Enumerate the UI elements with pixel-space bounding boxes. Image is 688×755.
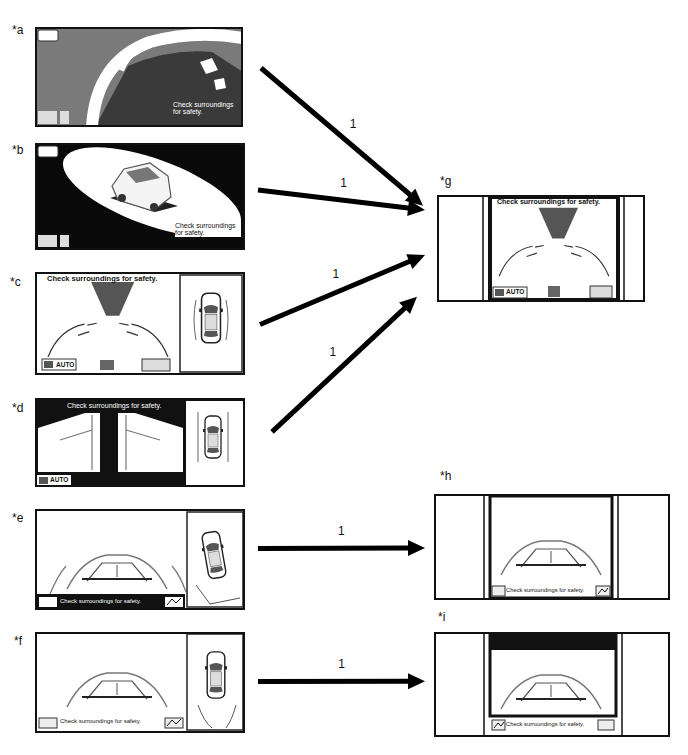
mode-label: AUTO <box>56 361 74 368</box>
warning-message: Check surroundings for safety. <box>497 198 600 206</box>
step-number: 1 <box>331 267 342 281</box>
arrow-head <box>408 540 425 556</box>
arrow-shaft <box>261 68 412 196</box>
warning-message: Check surroundings for safety. <box>175 222 241 237</box>
screen-display: *gCheck surroundings for safety.AUTO <box>437 195 645 302</box>
screen-display: *aCheck surroundings for safety. <box>35 27 243 127</box>
mode-label: AUTO <box>50 476 68 483</box>
arrow-head <box>406 254 425 269</box>
flow-arrow <box>258 673 425 689</box>
flow-arrow <box>272 297 417 432</box>
screen-label: *e <box>12 512 23 525</box>
screen-display: *dCheck surroundings for safety.AUTO <box>35 398 245 487</box>
flow-arrow <box>261 68 423 206</box>
arrow-head <box>399 297 417 314</box>
arrow-shaft <box>258 679 410 684</box>
warning-message: Check surroundings for safety. <box>173 101 239 116</box>
flow-arrow <box>258 190 425 216</box>
arrow-head <box>408 673 425 689</box>
step-number: 1 <box>336 524 347 538</box>
warning-message: Check surroundings for safety. <box>60 718 141 725</box>
screen-label: *c <box>10 276 21 289</box>
arrow-shaft <box>258 546 410 551</box>
arrow-head <box>407 200 425 216</box>
arrow-shaft <box>272 307 406 432</box>
warning-message: Check surroundings for safety. <box>47 275 157 283</box>
screen-display: *iCheck surroundings for safety. <box>434 632 670 737</box>
screen-label: *f <box>14 635 22 648</box>
screen-display: *eCheck surroundings for safety. <box>35 509 245 610</box>
screen-label: *b <box>12 144 23 157</box>
step-number: 1 <box>336 657 347 671</box>
step-number: 1 <box>328 345 339 359</box>
mode-label: AUTO <box>506 288 524 295</box>
screen-label: *h <box>440 470 451 483</box>
flow-arrow <box>258 540 425 556</box>
warning-message: Check surroundings for safety. <box>506 587 584 593</box>
step-number: 1 <box>348 117 359 131</box>
warning-message: Check surroundings for safety. <box>506 721 584 727</box>
arrow-shaft <box>258 190 410 208</box>
screen-display: *cCheck surroundings for safety.AUTO <box>35 272 245 375</box>
arrow-shaft <box>260 261 411 325</box>
screen-display: *hCheck surroundings for safety. <box>434 494 670 600</box>
screen-label: *i <box>438 611 445 624</box>
step-number: 1 <box>338 176 349 190</box>
warning-message: Check surroundings for safety. <box>67 402 161 410</box>
screen-label: *a <box>12 24 23 37</box>
screen-label: *g <box>440 175 451 188</box>
screen-display: *fCheck surroundings for safety. <box>35 632 245 733</box>
screen-label: *d <box>12 402 23 415</box>
screen-display: *bCheck surroundings for safety. <box>35 143 245 250</box>
warning-message: Check surroundings for safety. <box>60 598 141 605</box>
